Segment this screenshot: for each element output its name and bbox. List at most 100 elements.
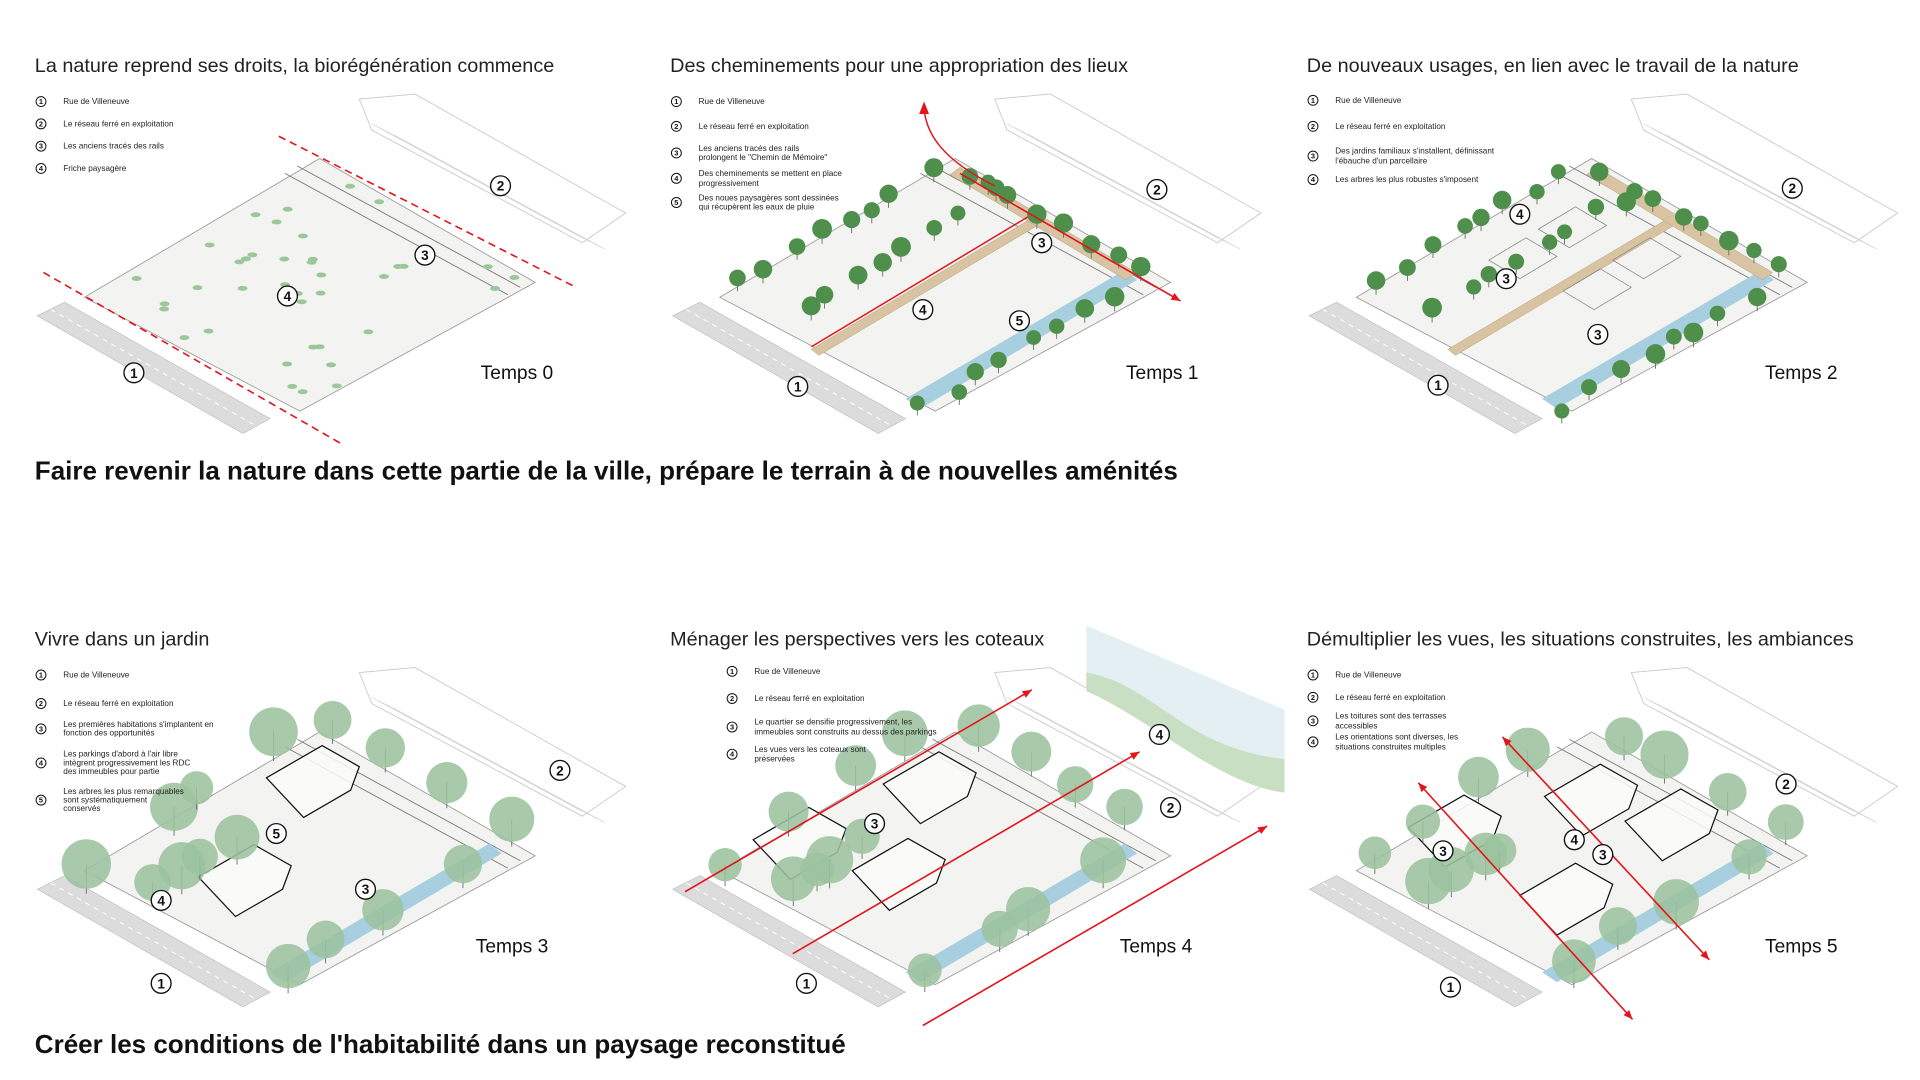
numbered-marker: 3 xyxy=(1587,323,1609,345)
railway-zone xyxy=(1630,93,1899,244)
legend-text: progressivement xyxy=(699,179,760,188)
legend-number-circle xyxy=(35,118,47,130)
grass-patch xyxy=(131,276,142,281)
tree xyxy=(1458,756,1499,798)
legend-number-circle xyxy=(1307,715,1319,727)
old-rail-trace xyxy=(932,739,1156,862)
grass-patch xyxy=(331,383,342,389)
red-arrow xyxy=(959,172,1181,302)
tree xyxy=(1110,246,1128,264)
marker-circle xyxy=(1432,840,1454,862)
old-rail-trace xyxy=(920,173,1144,296)
temps-label: Temps 2 xyxy=(1765,363,1838,384)
tree xyxy=(1767,804,1804,841)
marker-number: 3 xyxy=(1594,327,1602,342)
marker-number: 3 xyxy=(1439,844,1447,859)
numbered-marker: 2 xyxy=(489,175,512,197)
tree xyxy=(1131,256,1151,277)
legend-text: intègrent progressivement les RDC xyxy=(63,758,190,767)
legend-text: Les toitures sont des terrasses xyxy=(1335,711,1446,720)
grass-patch xyxy=(234,259,245,265)
tree xyxy=(815,285,834,304)
numbered-marker: 4 xyxy=(1148,723,1170,746)
grass-patch xyxy=(287,384,298,389)
tree xyxy=(891,237,911,257)
rail-track xyxy=(1665,708,1877,823)
legend-number-circle xyxy=(670,147,682,159)
railway-zone xyxy=(994,93,1262,244)
grass-patch xyxy=(509,275,520,280)
legend-text: Des noues paysagères sont dessinées xyxy=(699,194,839,203)
marker-number: 5 xyxy=(273,826,281,841)
legend-number-circle xyxy=(726,748,738,760)
tree xyxy=(951,384,968,400)
marker-circle xyxy=(912,299,934,321)
legend-number-circle xyxy=(726,721,738,733)
tree xyxy=(1048,318,1065,334)
marker-number: 1 xyxy=(803,976,811,991)
tree xyxy=(313,700,352,739)
tree xyxy=(1482,833,1517,868)
tree xyxy=(907,953,942,988)
tree xyxy=(1106,788,1143,826)
coteaux-hills xyxy=(1086,672,1285,793)
tree xyxy=(1398,259,1416,276)
tree xyxy=(1082,235,1101,254)
legend-number: 4 xyxy=(674,174,679,183)
tree xyxy=(306,920,345,959)
marker-number: 4 xyxy=(284,289,292,304)
legend-number-circle xyxy=(35,162,47,174)
numbered-marker: 3 xyxy=(1432,840,1454,862)
marker-circle xyxy=(795,972,818,994)
grass-patch xyxy=(326,362,337,368)
legend-text: Le réseau ferré en exploitation xyxy=(1335,693,1445,702)
temps-label: Temps 5 xyxy=(1765,936,1838,957)
numbered-marker: 2 xyxy=(1781,177,1803,199)
tree xyxy=(835,745,877,786)
marker-circle xyxy=(1781,177,1803,199)
marker-number: 1 xyxy=(1434,378,1442,393)
legend-number-circle xyxy=(1307,150,1319,162)
tree xyxy=(1616,192,1636,212)
temps-label: Temps 1 xyxy=(1126,363,1199,384)
tree xyxy=(812,219,832,239)
legend-text: préservées xyxy=(754,755,794,764)
marker-number: 2 xyxy=(497,179,505,194)
numbered-marker: 3 xyxy=(1592,843,1614,866)
tree xyxy=(1731,839,1767,875)
arrow-head-icon xyxy=(1623,1009,1633,1020)
legend-text: situations construites multiples xyxy=(1335,742,1446,751)
tree xyxy=(1006,886,1051,932)
legend-text: accessibles xyxy=(1335,721,1377,730)
marker-number: 1 xyxy=(1447,980,1455,995)
legend-number-circle xyxy=(35,669,47,681)
marker-number: 4 xyxy=(157,893,165,908)
panel-title: Des cheminements pour une appropriation … xyxy=(670,55,1128,77)
marker-circle xyxy=(354,878,377,900)
tree xyxy=(1653,879,1699,925)
legend-number: 4 xyxy=(1311,737,1316,746)
legend-number: 3 xyxy=(674,148,678,157)
legend-number-circle xyxy=(35,723,47,735)
legend-number-circle xyxy=(726,665,738,677)
tree xyxy=(1057,766,1094,803)
numbered-marker: 2 xyxy=(1775,773,1797,795)
tree xyxy=(708,847,742,882)
building xyxy=(882,751,977,825)
legend-item: 3Le quartier se densifie progressivement… xyxy=(726,718,937,736)
grass-patch xyxy=(282,206,293,212)
tree xyxy=(753,259,773,279)
legend-text: Le quartier se densifie progressivement,… xyxy=(754,718,912,727)
